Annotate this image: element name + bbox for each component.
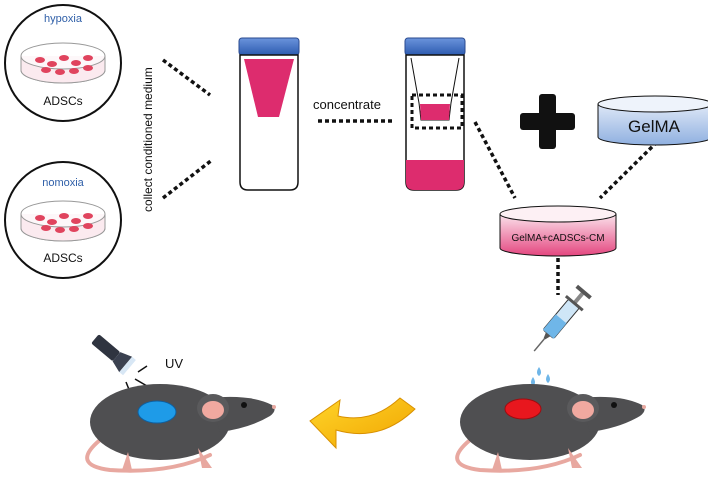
petri-dish-icon <box>20 200 106 242</box>
uv-label: UV <box>165 356 183 371</box>
centrifuge-tube-icon <box>238 37 300 191</box>
curved-arrow-icon <box>309 397 416 450</box>
mouse-icon <box>85 384 276 473</box>
flashlight-icon <box>91 334 136 376</box>
concentrate-label: concentrate <box>313 97 381 112</box>
mix-dish-icon <box>499 205 617 257</box>
connector-lines <box>161 58 659 295</box>
hypoxia-dish: hypoxia ADSCs <box>4 4 122 122</box>
petri-dish-icon <box>20 42 106 84</box>
mouse-icon <box>455 384 646 473</box>
mix-label: GelMA+cADSCs-CM <box>511 233 604 244</box>
normoxia-dish: nomoxia ADSCs <box>4 161 122 279</box>
water-drop-icon <box>531 367 550 386</box>
hypoxia-cells-label: ADSCs <box>43 94 82 108</box>
collect-label: collect conditioned medium <box>141 67 155 212</box>
normoxia-label: nomoxia <box>42 177 84 189</box>
gelma-label: GelMA <box>628 117 681 136</box>
syringe-icon <box>533 284 592 352</box>
concentrator-tube-icon <box>404 37 466 191</box>
plus-icon <box>520 94 575 149</box>
normoxia-cells-label: ADSCs <box>43 251 82 265</box>
hypoxia-label: hypoxia <box>44 13 83 25</box>
